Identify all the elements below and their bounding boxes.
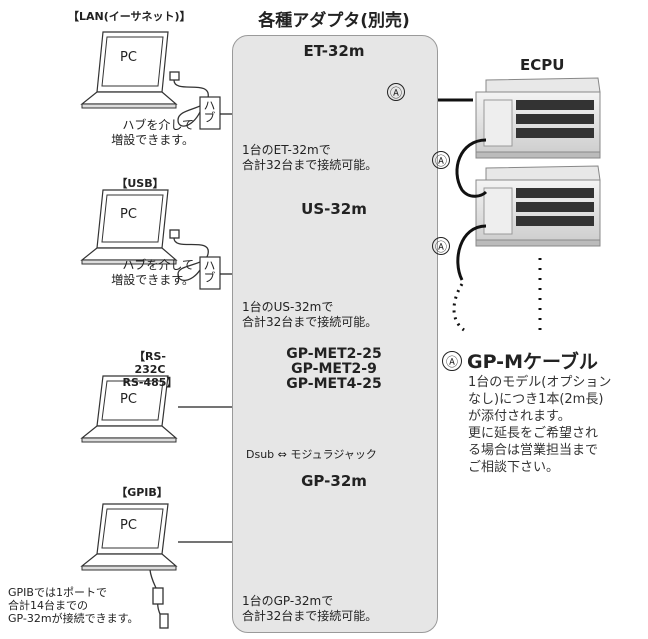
lan-hub-note: ハブを介して 増設できます。 [98,118,194,148]
adapters-panel [232,35,438,633]
gpib-note-line2: 合計14台までの [8,599,88,612]
usb-hub-label: ハブ [202,259,216,283]
ecpu-rack-bottom [475,165,601,247]
cable-desc-line4: 更に延長をご希望され [468,426,599,441]
cable-marker-a-2: Ⓐ [432,151,450,169]
us32m-note-line1: 1台のUS-32mで [242,300,334,314]
gpib-note: GPIBでは1ポートで 合計14台までの GP-32mが接続できます。 [8,586,139,625]
gpib-note-line3: GP-32mが接続できます。 [8,612,139,625]
laptop-lan [80,31,178,109]
rs-header-line2: RS-485】 [122,376,178,389]
lan-cable [169,71,209,127]
lan-hub-label: ハブ [202,99,216,123]
usb-hub-note: ハブを介して 増設できます。 [98,258,194,288]
rs-header: 【RS-232C RS-485】 [120,350,180,389]
laptop-rs [80,375,178,443]
usb-hub-note-line2: 増設できます。 [111,273,194,287]
lan-pc-label: PC [120,50,137,65]
laptop-gpib [80,503,178,571]
cable-marker-a-1: Ⓐ [387,83,405,101]
gpib-note-line1: GPIBでは1ポートで [8,586,107,599]
dsub-note: Dsub ⇔ モジュラジャック [246,448,377,461]
gp-met-model-3: GP-MET4-25 [286,376,382,392]
us32m-note: 1台のUS-32mで 合計32台まで接続可能。 [242,300,377,330]
gpib-header: 【GPIB】 [116,486,168,499]
gp32m-note: 1台のGP-32mで 合計32台まで接続可能。 [242,594,377,624]
lan-hub-note-line1: ハブを介して [122,118,194,132]
ecpu-rack-top [475,77,601,159]
gp-met-model-1: GP-MET2-25 [286,346,382,362]
cable-desc-line2: なし)につき1本(2m長) [468,392,604,407]
gp-met-models: GP-MET2-25 GP-MET2-9 GP-MET4-25 [232,347,436,392]
us32m-note-line2: 合計32台まで接続可能。 [242,315,378,329]
gp-met-model-2: GP-MET2-9 [291,361,377,377]
et32m-note-line2: 合計32台まで接続可能。 [242,158,378,172]
lan-header: 【LAN(イーサネット)】 [68,10,191,23]
usb-header: 【USB】 [116,177,164,190]
laptop-usb [80,189,178,265]
gpib-cable [149,569,169,629]
cable-desc-line6: ご相談下さい。 [468,460,560,475]
lan-hub-note-line2: 増設できます。 [111,133,194,147]
us32m-name: US-32m [301,200,367,218]
usb-hub-note-line1: ハブを介して [122,258,194,272]
rs-header-line1: 【RS-232C [134,350,166,376]
et32m-name: ET-32m [303,42,365,60]
cable-desc-line5: る場合は営業担当まで [468,443,599,458]
usb-cable [169,229,209,281]
et32m-note: 1台のET-32mで 合計32台まで接続可能。 [242,143,377,173]
cable-description: 1台のモデル(オプション なし)につき1本(2m長) が添付されます。 更に延長… [468,374,611,476]
cable-desc-line3: が添付されます。 [468,409,571,424]
et32m-note-line1: 1台のET-32mで [242,143,331,157]
gpib-pc-label: PC [120,518,137,533]
gp32m-note-line2: 合計32台まで接続可能。 [242,609,378,623]
gp32m-note-line1: 1台のGP-32mで [242,594,334,608]
cable-legend-marker: Ⓐ [442,350,462,371]
cable-title: GP-Mケーブル [467,351,598,373]
adapters-title: 各種アダプタ(別売) [258,11,410,31]
usb-pc-label: PC [120,207,137,222]
gp32m-name: GP-32m [301,472,367,490]
usb-hub [199,256,221,290]
ecpu-label: ECPU [520,56,565,74]
cable-marker-a-3: Ⓐ [432,237,450,255]
cable-legend-title: Ⓐ GP-Mケーブル [442,347,598,374]
rs-pc-label: PC [120,392,137,407]
lan-hub [199,96,221,130]
cable-desc-line1: 1台のモデル(オプション [468,375,612,390]
